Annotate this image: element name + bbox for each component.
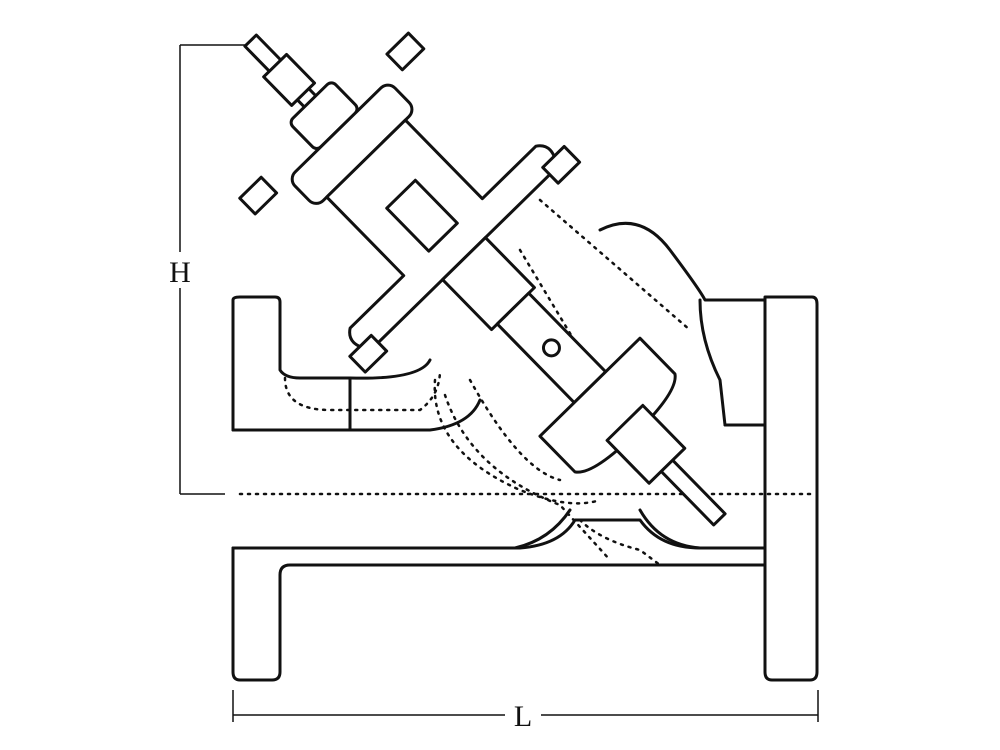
bolt: [348, 333, 389, 374]
height-dimension: H: [160, 44, 245, 495]
bolt: [385, 31, 426, 72]
top-nut: [262, 52, 317, 107]
bolt: [238, 175, 279, 216]
bonnet-stem-assembly: [238, 31, 727, 527]
valve-body: [231, 221, 819, 682]
length-label: L: [514, 700, 532, 733]
packing: [385, 178, 459, 253]
lower-nut: [605, 403, 687, 485]
pin: [541, 338, 561, 358]
length-dimension: L: [232, 690, 819, 733]
bolt: [541, 144, 582, 185]
height-label: H: [169, 256, 191, 289]
